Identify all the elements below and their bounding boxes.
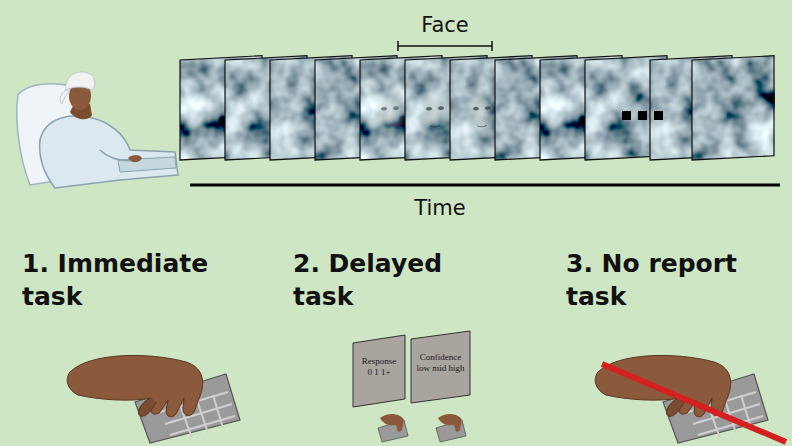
axis-label: Time: [390, 195, 490, 222]
face-bracket: [398, 41, 492, 51]
cross-out-line: [602, 364, 786, 442]
panel-options: low mid high: [410, 363, 471, 374]
task-label: 2. Delayed task: [293, 248, 498, 313]
task-label: 3. No report task: [566, 248, 781, 313]
panel-heading: Response: [352, 356, 406, 367]
axis-label: Face: [395, 12, 495, 39]
hand-small: [378, 414, 466, 442]
screen-panel: Confidencelow mid high: [410, 330, 471, 404]
task-label: 1. Immediate task: [22, 248, 267, 313]
time-axis: [190, 184, 780, 187]
panel-heading: Confidence: [410, 352, 471, 363]
patient-figure: [17, 72, 178, 188]
stimulus-frames: [180, 56, 774, 160]
panel-options: 0 1 1+: [352, 367, 406, 378]
screen-panel: Response0 1 1+: [352, 334, 406, 408]
hand-keyboard: [67, 355, 240, 443]
